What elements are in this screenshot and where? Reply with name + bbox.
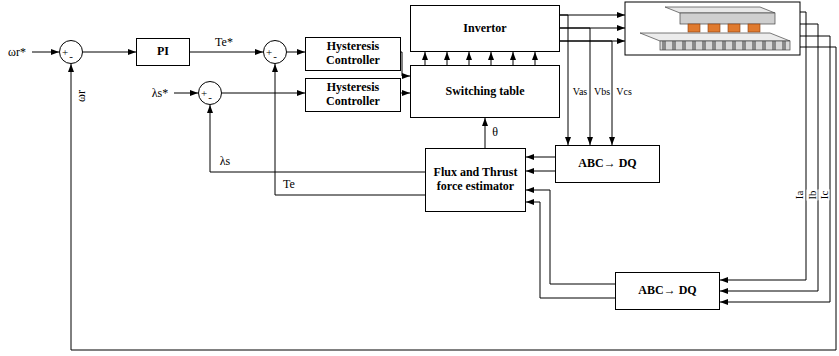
connector-line bbox=[210, 105, 425, 172]
box-label: ABC→ DQ bbox=[634, 284, 700, 298]
signal-connector bbox=[401, 93, 410, 94]
signal-name: θ bbox=[491, 126, 499, 138]
connector-line bbox=[469, 52, 470, 65]
connector-line bbox=[401, 93, 410, 94]
connector-line bbox=[513, 52, 514, 65]
connector-line bbox=[275, 64, 425, 195]
signal-connector bbox=[222, 93, 305, 94]
wires bbox=[32, 12, 836, 350]
connector-line bbox=[401, 52, 410, 76]
hysteresis-box: Hysteresis Controller bbox=[305, 37, 401, 71]
box-label: Hysteresis Controller bbox=[306, 81, 400, 109]
signal-name: Ic bbox=[819, 190, 830, 201]
box-label: ABC→ DQ bbox=[574, 157, 640, 171]
estimator-box: Flux and Thrust force estimator bbox=[425, 148, 526, 212]
connector-line bbox=[190, 52, 263, 53]
signal-name: Vcs bbox=[615, 87, 633, 97]
inverter-box: Invertor bbox=[410, 5, 560, 52]
box-label: Flux and Thrust force estimator bbox=[426, 166, 525, 194]
signal-connector bbox=[526, 157, 555, 171]
sign-mark: - bbox=[208, 92, 212, 103]
connector-line bbox=[526, 171, 555, 172]
signal-connector bbox=[560, 15, 612, 145]
sign-mark: + bbox=[62, 47, 68, 58]
signal-connector bbox=[190, 52, 263, 53]
connector-line bbox=[491, 52, 492, 65]
signal-connector bbox=[401, 52, 410, 76]
signal-name: Ib bbox=[807, 189, 818, 200]
signal-name: ωr bbox=[75, 89, 87, 103]
connector-line bbox=[526, 157, 555, 158]
sign-mark: + bbox=[266, 47, 272, 58]
signal-name: Ia bbox=[794, 190, 805, 201]
switching-table: Switching table bbox=[410, 65, 560, 118]
signal-name: Te bbox=[282, 178, 296, 190]
connector-line bbox=[222, 93, 305, 94]
signal-name: ωr* bbox=[7, 46, 27, 58]
box-label: Invertor bbox=[459, 22, 510, 36]
connector-line bbox=[560, 15, 568, 145]
current-wire bbox=[720, 36, 830, 302]
signal-name: Te* bbox=[214, 36, 234, 48]
signal-connector bbox=[83, 52, 136, 53]
speed-ref-wire bbox=[32, 52, 59, 53]
connector-line bbox=[287, 52, 305, 53]
transform-box: ABC→ DQ bbox=[615, 272, 720, 310]
connector-line bbox=[560, 41, 612, 145]
signal-name: Vas bbox=[572, 87, 588, 97]
summing-junction: +- bbox=[59, 40, 83, 64]
signal-connector bbox=[485, 118, 486, 148]
connector-line bbox=[560, 28, 590, 145]
box-label: Switching table bbox=[441, 85, 528, 99]
signal-name: λs bbox=[219, 155, 232, 167]
connector-line bbox=[535, 52, 536, 65]
speed-feedback-wire bbox=[71, 47, 836, 350]
box-label: PI bbox=[153, 45, 173, 59]
linear-motor bbox=[625, 2, 800, 55]
summing-junction: +- bbox=[263, 40, 287, 64]
sign-mark: - bbox=[273, 51, 277, 62]
box-label: Hysteresis Controller bbox=[306, 40, 400, 68]
connector-line bbox=[526, 202, 615, 298]
signal-connector bbox=[425, 52, 535, 65]
connector-line bbox=[425, 52, 426, 65]
connector-line bbox=[485, 118, 486, 148]
sign-mark: - bbox=[69, 51, 73, 62]
summing-junction: +- bbox=[198, 81, 222, 105]
signal-name: λs* bbox=[151, 87, 170, 99]
signal-connector bbox=[210, 105, 425, 172]
hysteresis-box: Hysteresis Controller bbox=[305, 78, 401, 112]
pi-controller: PI bbox=[136, 38, 190, 66]
signal-connector bbox=[287, 52, 305, 53]
signal-name: Vbs bbox=[593, 87, 611, 97]
current-wire bbox=[720, 12, 806, 280]
connector-line bbox=[83, 52, 136, 53]
transform-box: ABC→ DQ bbox=[555, 145, 660, 183]
sign-mark: + bbox=[201, 88, 207, 99]
signal-connector bbox=[526, 190, 615, 298]
connector-line bbox=[447, 52, 448, 65]
connector-line bbox=[526, 190, 615, 284]
phase-wire bbox=[560, 15, 625, 16]
flux-ref-wire bbox=[174, 93, 198, 94]
signal-connector bbox=[275, 64, 425, 195]
current-wire bbox=[720, 24, 818, 291]
